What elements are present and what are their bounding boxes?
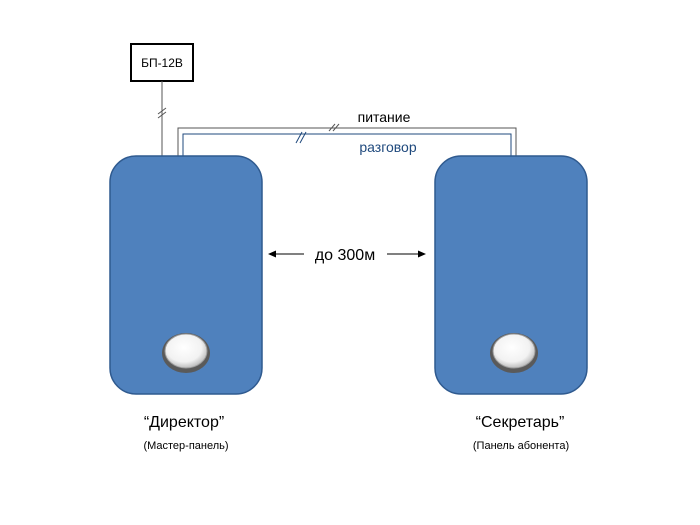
master-panel-name: “Директор” [144,414,224,431]
subscriber-panel [434,155,588,395]
wire-tick-mark [332,123,340,132]
talk-line: разговор [182,131,512,156]
wire-tick-mark [328,123,336,132]
subscriber-panel-body [434,155,588,395]
wire-tick-mark [299,131,307,144]
master-panel [109,155,263,395]
subscriber-panel-subtitle: (Панель абонента) [473,440,569,452]
distance-indicator: до 300м [268,247,426,264]
subscriber-panel-camera-lens [492,333,536,369]
wire-tick-mark [157,107,167,115]
power-line-label: питание [358,109,411,125]
master-panel-camera-lens [164,333,208,369]
talk-line-wire [182,133,512,156]
subscriber-panel-name: “Секретарь” [476,414,565,431]
talk-line-label: разговор [359,139,416,155]
power-supply-cable [157,81,167,156]
distance-arrow-right-icon [418,250,426,258]
power-supply-unit: БП-12В [130,43,194,82]
master-panel-body [109,155,263,395]
distance-arrow-left-icon [268,250,276,258]
master-panel-subtitle: (Мастер-панель) [143,440,228,452]
power-line-wire [177,127,517,156]
wire-tick-mark [295,131,303,144]
wire-tick-mark [157,111,167,119]
power-supply-label: БП-12В [141,56,183,70]
power-line: питание [177,109,517,156]
distance-label: до 300м [315,247,375,264]
